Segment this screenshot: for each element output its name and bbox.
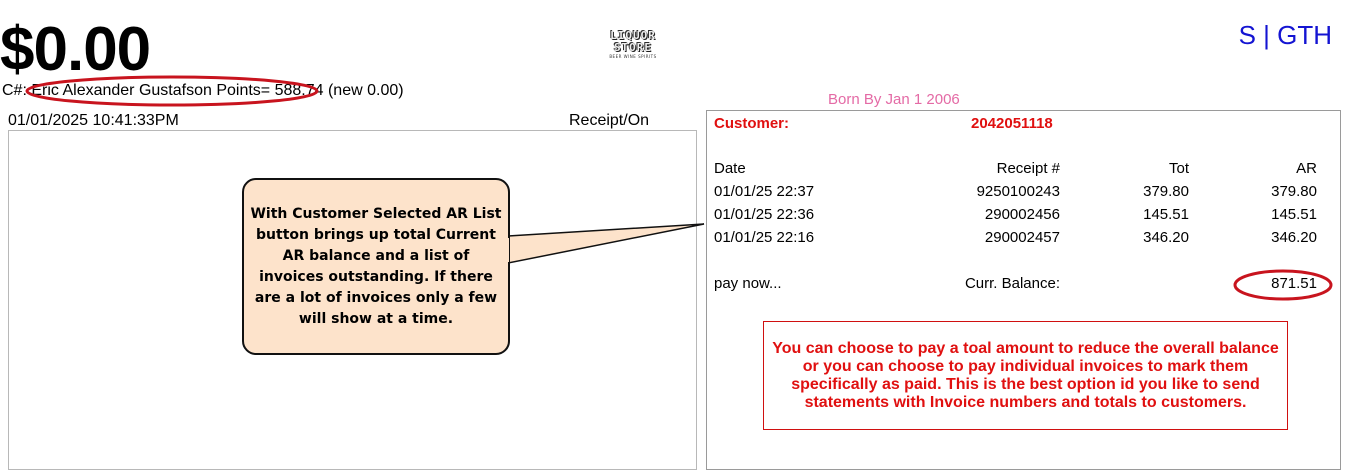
receipt-status[interactable]: Receipt/On xyxy=(569,112,650,129)
age-verification-notice: Born By Jan 1 2006 xyxy=(828,91,960,108)
annotation-overlay xyxy=(25,75,1333,301)
store-logo: LIQUOR STORE BEER WINE SPIRITS xyxy=(600,30,666,64)
ar-header-tot: Tot xyxy=(1168,160,1189,177)
ar-invoice-row[interactable]: 01/01/25 22:37 9250100243 379.80 379.80 xyxy=(714,183,1317,207)
customer-name-highlight-ellipse xyxy=(25,75,319,107)
ar-row-tot: 145.51 xyxy=(1143,206,1189,223)
ar-row-receipt: 290002457 xyxy=(984,229,1060,246)
ar-row-ar: 145.51 xyxy=(1271,206,1317,223)
ar-invoice-row[interactable]: 01/01/25 22:16 290002457 346.20 346.20 xyxy=(714,229,1317,253)
store-logo-line1b: STORE xyxy=(613,41,653,54)
ar-row-tot: 346.20 xyxy=(1143,229,1189,246)
ar-row-tot: 379.80 xyxy=(1143,183,1189,200)
ar-invoice-row[interactable]: 01/01/25 22:36 290002456 145.51 145.51 xyxy=(714,206,1317,230)
ar-header-date: Date xyxy=(714,160,746,177)
ar-row-date: 01/01/25 22:36 xyxy=(714,206,815,223)
ar-row-ar: 346.20 xyxy=(1271,229,1317,246)
help-callout: With Customer Selected AR List button br… xyxy=(242,178,510,355)
ar-customer-number: 2042051118 xyxy=(971,115,1053,132)
ar-row-date: 01/01/25 22:37 xyxy=(714,183,815,200)
pay-now-button[interactable]: pay now... xyxy=(714,275,782,292)
terminal-code: S | GTH xyxy=(1238,20,1332,50)
ar-header-ar: AR xyxy=(1296,160,1317,177)
payment-info-note: You can choose to pay a toal amount to r… xyxy=(763,321,1288,430)
callout-pointer xyxy=(507,223,705,264)
help-callout-text: With Customer Selected AR List button br… xyxy=(250,205,502,327)
current-balance-label: Curr. Balance: xyxy=(964,275,1060,292)
current-balance-value: 871.51 xyxy=(1271,275,1317,292)
ar-row-receipt: 9250100243 xyxy=(976,183,1060,200)
sale-total-amount: $0.00 xyxy=(0,15,151,84)
balance-highlight-ellipse xyxy=(1233,269,1333,301)
ar-row-date: 01/01/25 22:16 xyxy=(714,229,815,246)
ar-row-ar: 379.80 xyxy=(1271,183,1317,200)
ar-customer-label: Customer: xyxy=(714,115,790,132)
ar-header-receipt: Receipt # xyxy=(996,160,1060,177)
ar-row-receipt: 290002456 xyxy=(984,206,1060,223)
store-logo-tagline: BEER WINE SPIRITS xyxy=(609,54,657,59)
payment-info-note-text: You can choose to pay a toal amount to r… xyxy=(772,339,1279,411)
sale-datetime: 01/01/2025 10:41:33PM xyxy=(8,112,179,129)
store-logo-line1a: LIQUOR xyxy=(610,29,656,42)
callout-seam xyxy=(500,238,509,262)
